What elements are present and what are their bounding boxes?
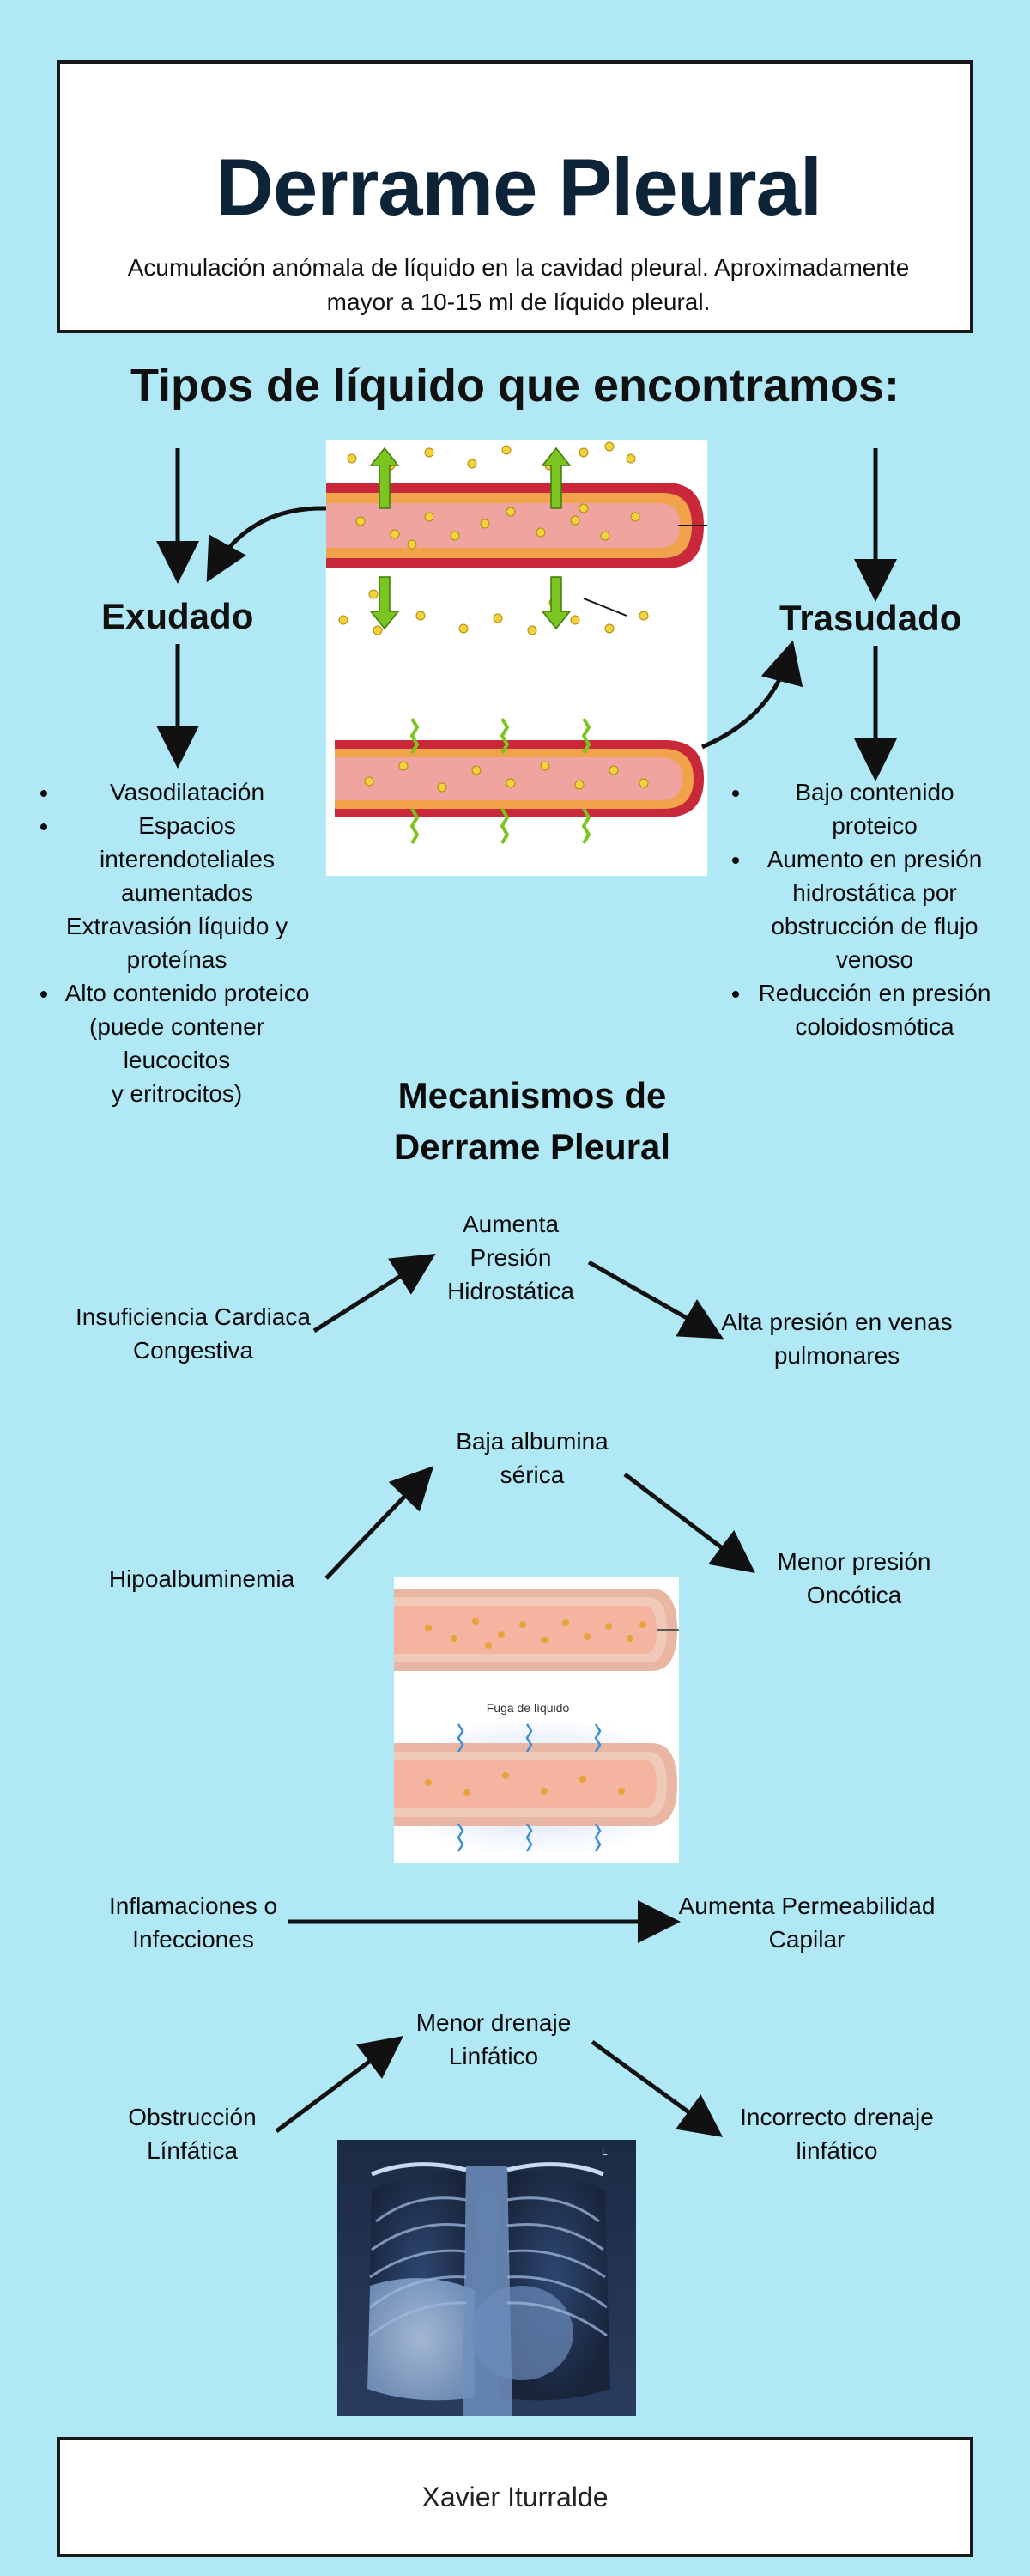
m1-start: Insuficiencia Cardiaca Congestiva <box>76 1303 311 1364</box>
exudado-items-2: Alto contenido proteico <box>39 976 314 1010</box>
m4-end: Incorrecto drenaje linfático <box>740 2104 934 2164</box>
m3-end: Aumenta Permeabilidad Capilar <box>678 1893 936 1953</box>
arrow-m1-down <box>587 1260 724 1340</box>
exudado-extra: y eritrocitos) <box>111 1080 243 1107</box>
footer-box: Xavier Iturralde <box>57 2437 973 2557</box>
trasudado-item: Reducción en presión coloidosmótica <box>752 976 997 1043</box>
exudado-label: Exudado <box>101 596 254 636</box>
trasudado-label: Trasudado <box>779 598 962 638</box>
m1-end: Alta presión en venas pulmonares <box>721 1309 953 1369</box>
leak-caption: Fuga de líquido <box>487 1701 570 1715</box>
vessel-leak-illustration: Fuga de líquido <box>394 1577 679 1863</box>
exudado-items: Vasodilatación Espacios interendoteliale… <box>39 775 314 909</box>
vessel-leaking <box>394 1723 677 1852</box>
m3-start: Inflamaciones o Infecciones <box>108 1893 278 1953</box>
upper-vessel <box>326 441 707 635</box>
m2-mid: Baja albumina sérica <box>456 1428 609 1488</box>
exudado-item: Vasodilatación <box>60 775 314 809</box>
chest-xray-image: L <box>337 2140 636 2416</box>
m2-start: Hipoalbuminemia <box>108 1565 295 1592</box>
vessel-illustration <box>326 440 707 876</box>
arrow-vessel-to-trasudado <box>701 640 803 750</box>
arrow-m4-down <box>591 2039 724 2137</box>
exudado-extra: Extravasión líquido y proteínas <box>65 913 288 973</box>
exudado-list: Vasodilatación Espacios interendoteliale… <box>39 775 314 1110</box>
arrow-m1-up <box>312 1253 436 1334</box>
exudado-item: Espacios interendoteliales aumentados <box>60 809 314 909</box>
trasudado-item: Bajo contenido proteico <box>752 775 997 842</box>
mechanisms-title: Mecanismos de Derrame Pleural <box>393 1075 671 1167</box>
title-box: Derrame Pleural Acumulación anómala de l… <box>57 60 973 333</box>
m1-mid: Aumenta Presión Hidrostática <box>447 1211 574 1304</box>
arrow-vessel-to-exudado <box>206 506 327 583</box>
m4-mid: Menor drenaje Linfático <box>415 2009 572 2069</box>
m4-start: Obstrucción Línfática <box>128 2104 257 2164</box>
vessel-normal <box>394 1589 679 1671</box>
page-title: Derrame Pleural <box>215 142 822 232</box>
exudado-item: Alto contenido proteico <box>60 976 314 1010</box>
types-heading: Tipos de líquido que encontramos: <box>130 360 900 411</box>
arrow-m2-down <box>623 1473 755 1574</box>
exudado-extra: (puede contener leucocitos <box>89 1013 264 1073</box>
lower-vessel <box>335 717 704 845</box>
trasudado-item: Aumento en presión hidrostática por obst… <box>752 842 997 976</box>
page-subtitle: Acumulación anómala de líquido en la cav… <box>127 254 910 315</box>
xray-marker: L <box>602 2146 608 2158</box>
author-name: Xavier Iturralde <box>421 2482 609 2512</box>
trasudado-list: Bajo contenido proteico Aumento en presi… <box>731 775 997 1043</box>
trasudado-items: Bajo contenido proteico Aumento en presi… <box>731 775 997 1043</box>
m2-end: Menor presión Oncótica <box>777 1548 931 1608</box>
arrow-m4-up <box>275 2036 403 2133</box>
arrow-m2-up <box>324 1466 434 1580</box>
